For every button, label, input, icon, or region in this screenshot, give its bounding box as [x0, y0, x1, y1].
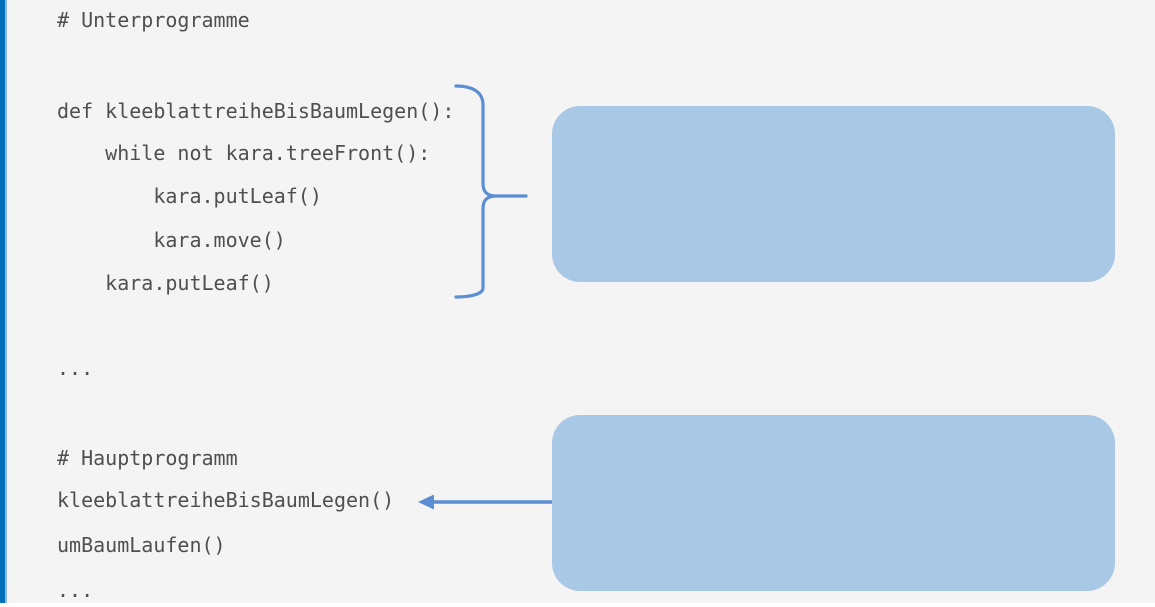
code-line-putleaf-inner: kara.putLeaf() [57, 184, 322, 208]
code-line-call-umbaumlaufen: umBaumLaufen() [57, 533, 226, 557]
code-line-move: kara.move() [57, 228, 286, 252]
code-line-def-kleeblattreihe: def kleeblattreiheBisBaumLegen(): [57, 99, 455, 123]
annotation-box-main-call [552, 415, 1115, 591]
code-line-ellipsis-2: ... [57, 578, 94, 602]
code-line-putleaf-outer: kara.putLeaf() [57, 271, 274, 295]
code-line-ellipsis-1: ... [57, 356, 94, 380]
code-line-while-not-treefront: while not kara.treeFront(): [57, 141, 431, 165]
page-bottom-edge [0, 603, 1155, 607]
left-accent-bar [0, 0, 7, 603]
code-line-comment-hauptprogramm: # Hauptprogramm [57, 446, 238, 470]
code-line-comment-unterprogramme: # Unterprogramme [57, 8, 250, 32]
annotation-box-subroutine [552, 106, 1115, 282]
code-line-call-kleeblattreihe: kleeblattreiheBisBaumLegen() [57, 488, 395, 512]
